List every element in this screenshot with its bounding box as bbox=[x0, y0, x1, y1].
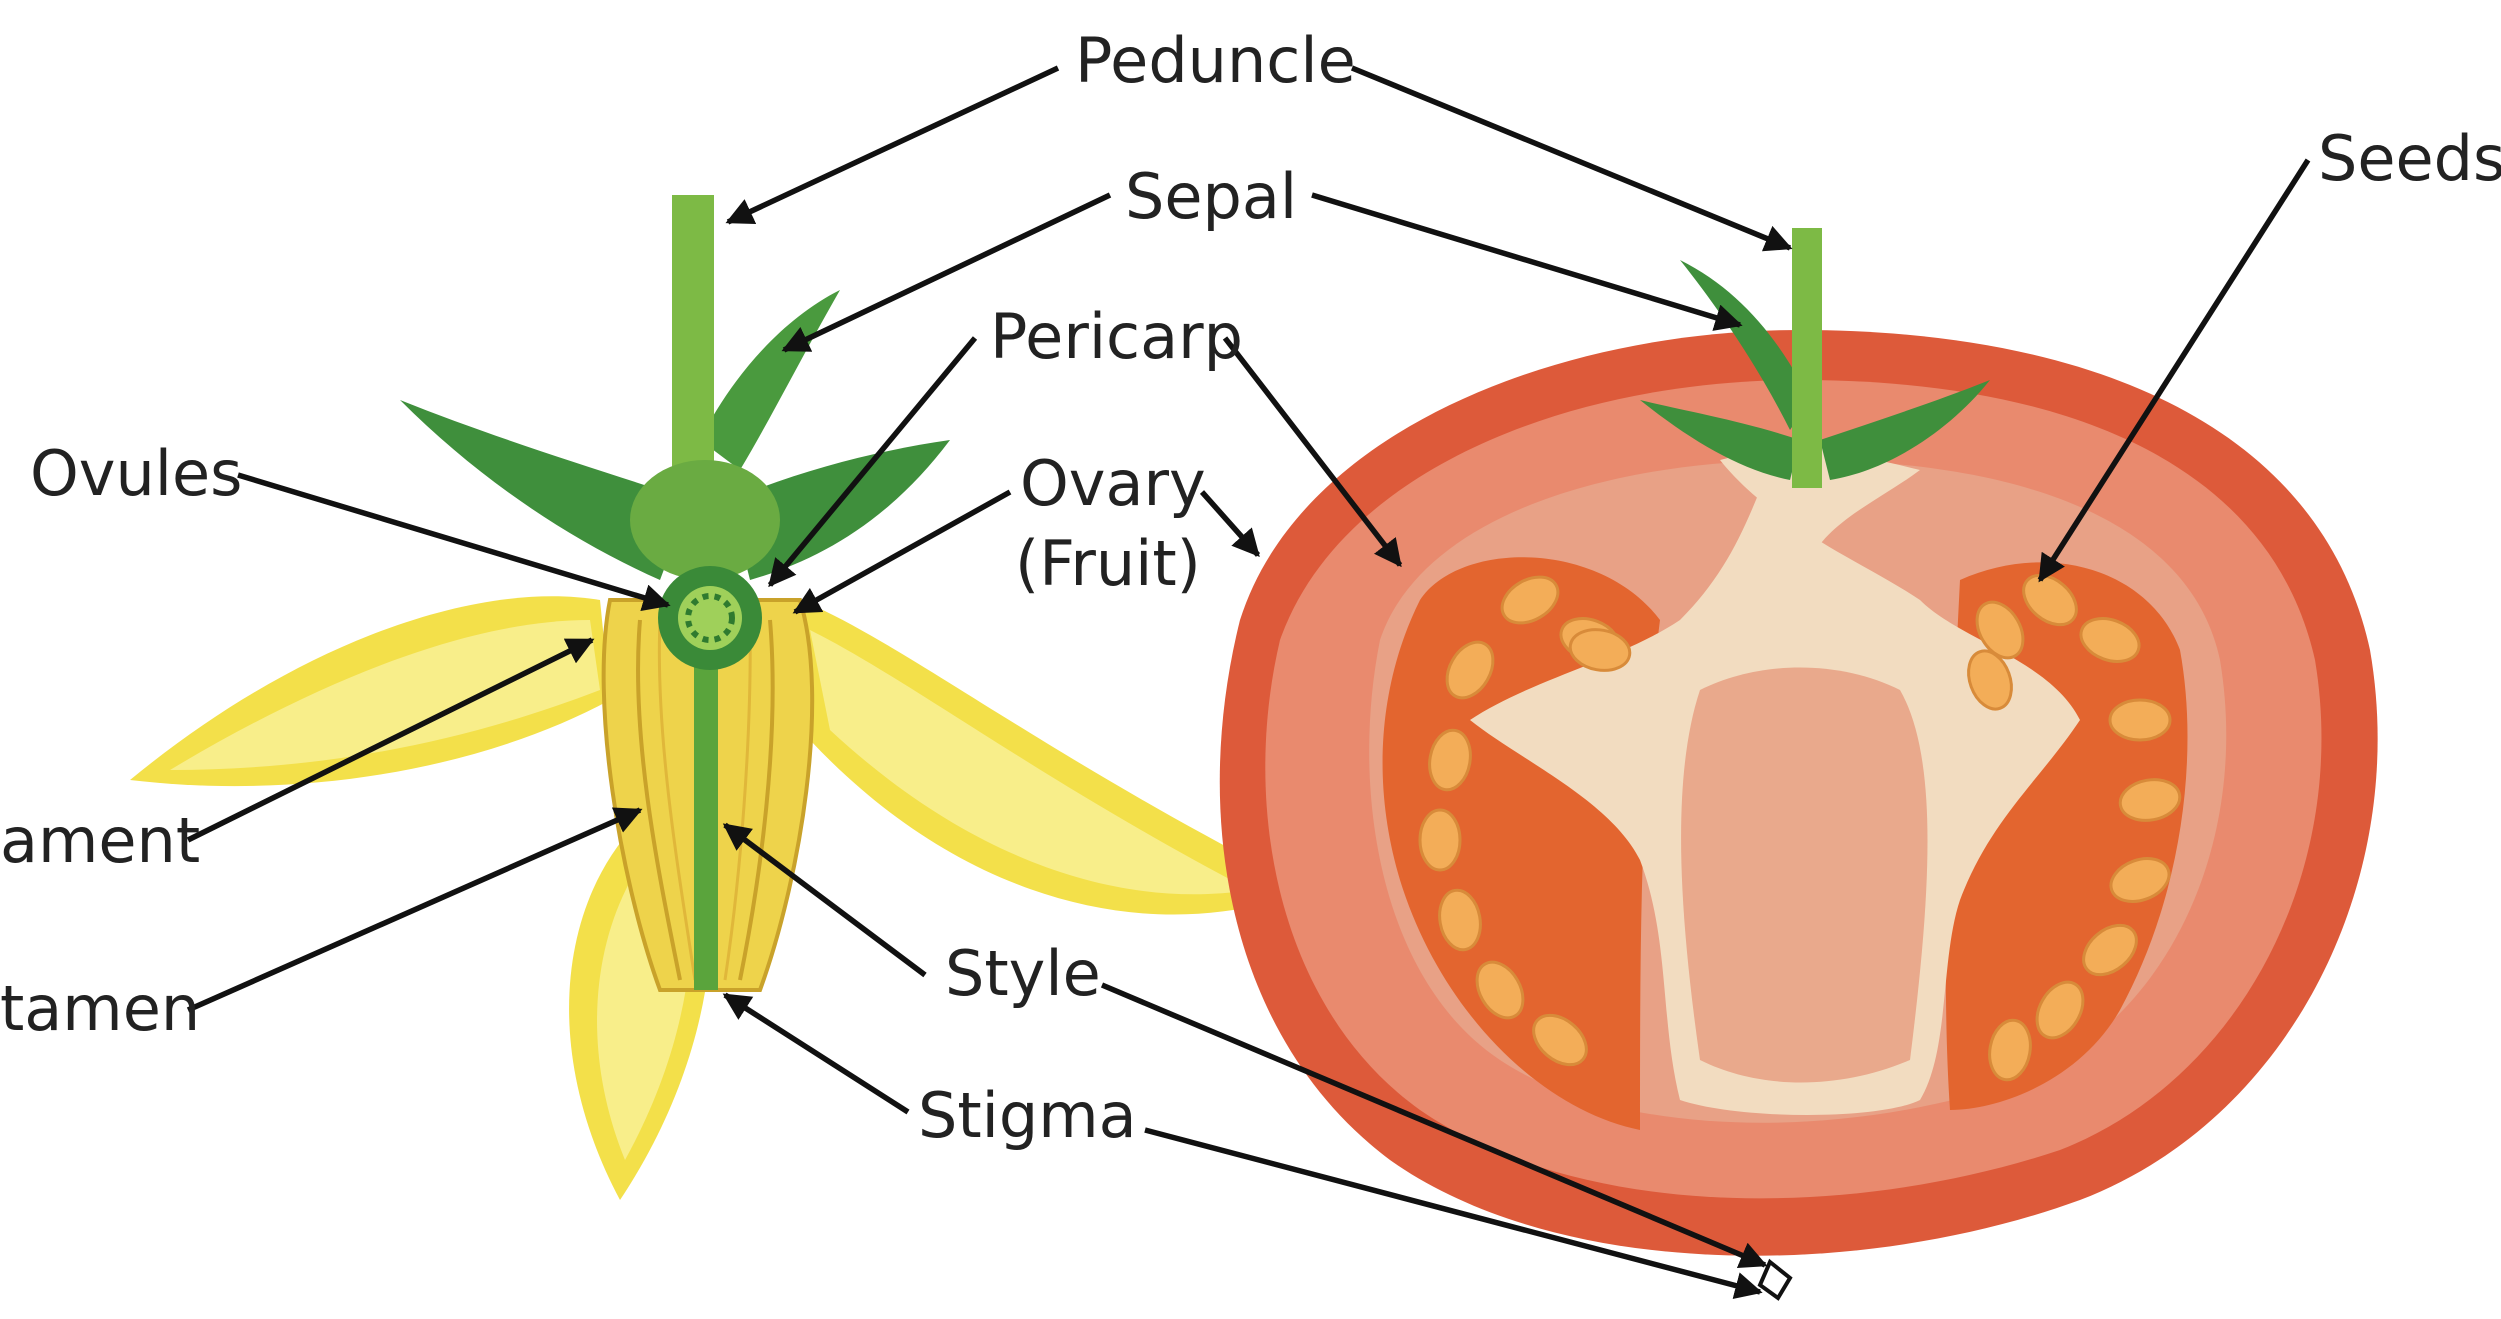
tomato-peduncle bbox=[1792, 228, 1822, 488]
label-filament: ament bbox=[0, 804, 200, 877]
blossom-end-scar bbox=[1760, 1262, 1790, 1298]
arrow-peduncle-tomato bbox=[1352, 68, 1790, 248]
label-seeds: Seeds bbox=[2318, 122, 2501, 195]
tomato-core bbox=[1681, 668, 1927, 1083]
label-sepal: Sepal bbox=[1125, 160, 1297, 233]
label-style: Style bbox=[945, 937, 1101, 1010]
seed bbox=[1420, 810, 1460, 870]
seed bbox=[2110, 700, 2170, 740]
sepal-top bbox=[700, 290, 840, 470]
label-ovary-line1: Ovary bbox=[1020, 447, 1206, 520]
receptacle bbox=[630, 460, 780, 580]
arrow-stigma-flower bbox=[725, 995, 908, 1112]
label-pericarp: Pericarp bbox=[990, 300, 1243, 373]
arrow-pericarp-flower bbox=[770, 338, 975, 585]
label-stigma: Stigma bbox=[918, 1079, 1137, 1152]
arrow-ovary-tomato bbox=[1202, 492, 1258, 555]
arrow-peduncle-flower bbox=[728, 68, 1058, 222]
arrow-sepal-tomato bbox=[1312, 195, 1740, 325]
tomato-illustration bbox=[1220, 228, 2378, 1256]
flower-peduncle bbox=[672, 195, 714, 495]
label-stamen: tamen bbox=[0, 972, 200, 1045]
style-column bbox=[694, 650, 718, 990]
label-ovary-line2: (Fruit) bbox=[1015, 527, 1201, 600]
label-ovules: Ovules bbox=[30, 437, 242, 510]
label-peduncle: Peduncle bbox=[1075, 24, 1356, 97]
